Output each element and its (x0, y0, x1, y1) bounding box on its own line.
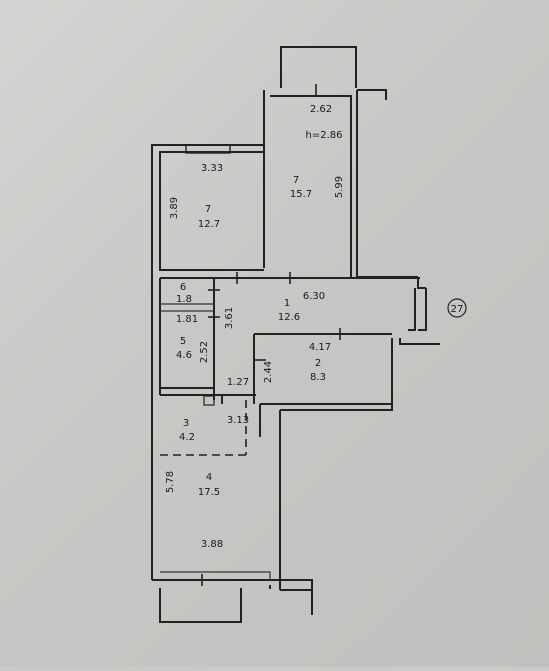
dimension-label: 3.61 (224, 307, 235, 329)
hall-right-wall (408, 288, 416, 331)
room-area: 1.8 (176, 294, 192, 305)
room2-right-wall (280, 338, 393, 411)
room-area: 4.2 (179, 432, 195, 443)
room-number: 2 (315, 358, 321, 369)
room-number: 3 (183, 418, 189, 429)
bottom-balcony (159, 588, 242, 623)
vent-box (203, 395, 215, 406)
room-number: 7 (293, 175, 299, 186)
dimension-label: 2.52 (199, 341, 210, 363)
dimension-label: 5.99 (334, 176, 345, 198)
room-area: 4.6 (176, 350, 192, 361)
room-number: 5 (180, 336, 186, 347)
window-room7b (185, 144, 231, 154)
room-area: 12.6 (278, 312, 300, 323)
door-ticks (201, 84, 341, 586)
room4-bottom-inner (160, 571, 271, 580)
dimension-label: 6.30 (303, 291, 325, 302)
dimension-label: 1.81 (176, 314, 198, 325)
dimension-label: 3.89 (169, 197, 180, 219)
dimension-label: 2.62 (310, 104, 332, 115)
hall-right-notch (417, 277, 426, 289)
room-number: 1 (284, 298, 290, 309)
room-area: 8.3 (310, 372, 326, 383)
dimension-label: 2.44 (263, 361, 274, 383)
dimension-label: 3.13 (227, 415, 249, 426)
room-number: 6 (180, 282, 186, 293)
room-area: 12.7 (198, 219, 220, 230)
room-area: 15.7 (290, 189, 312, 200)
room7a-outer-right (356, 90, 418, 278)
room-labels: 7 15.7 7 12.7 6 1.8 1 12.6 5 4.6 2 8.3 3… (176, 175, 326, 498)
dimension-label: 4.17 (309, 342, 331, 353)
room7b-inner (159, 151, 264, 271)
top-balcony (280, 46, 357, 88)
ceiling-height-label: h=2.86 (306, 130, 343, 141)
room-number: 7 (205, 204, 211, 215)
balcony-right-wall (357, 89, 387, 100)
apartment-number: 27 (451, 304, 464, 315)
dimension-label: 3.33 (201, 163, 223, 174)
right-step-wall (399, 338, 440, 345)
room-number: 4 (206, 472, 212, 483)
room7a-inner (270, 95, 352, 277)
dimension-label: 1.27 (227, 377, 249, 388)
apartment-number-marker: 27 (447, 298, 467, 318)
room-area: 17.5 (198, 487, 220, 498)
dimension-labels: 2.62 h=2.86 3.33 3.89 5.99 6.30 1.81 3.6… (165, 104, 345, 550)
apartment-number-circle (447, 298, 467, 318)
dimension-label: 5.78 (165, 471, 176, 493)
dimension-label: 3.88 (201, 539, 223, 550)
bottom-outer-wall (160, 579, 313, 615)
hall-right-outer (418, 288, 427, 331)
